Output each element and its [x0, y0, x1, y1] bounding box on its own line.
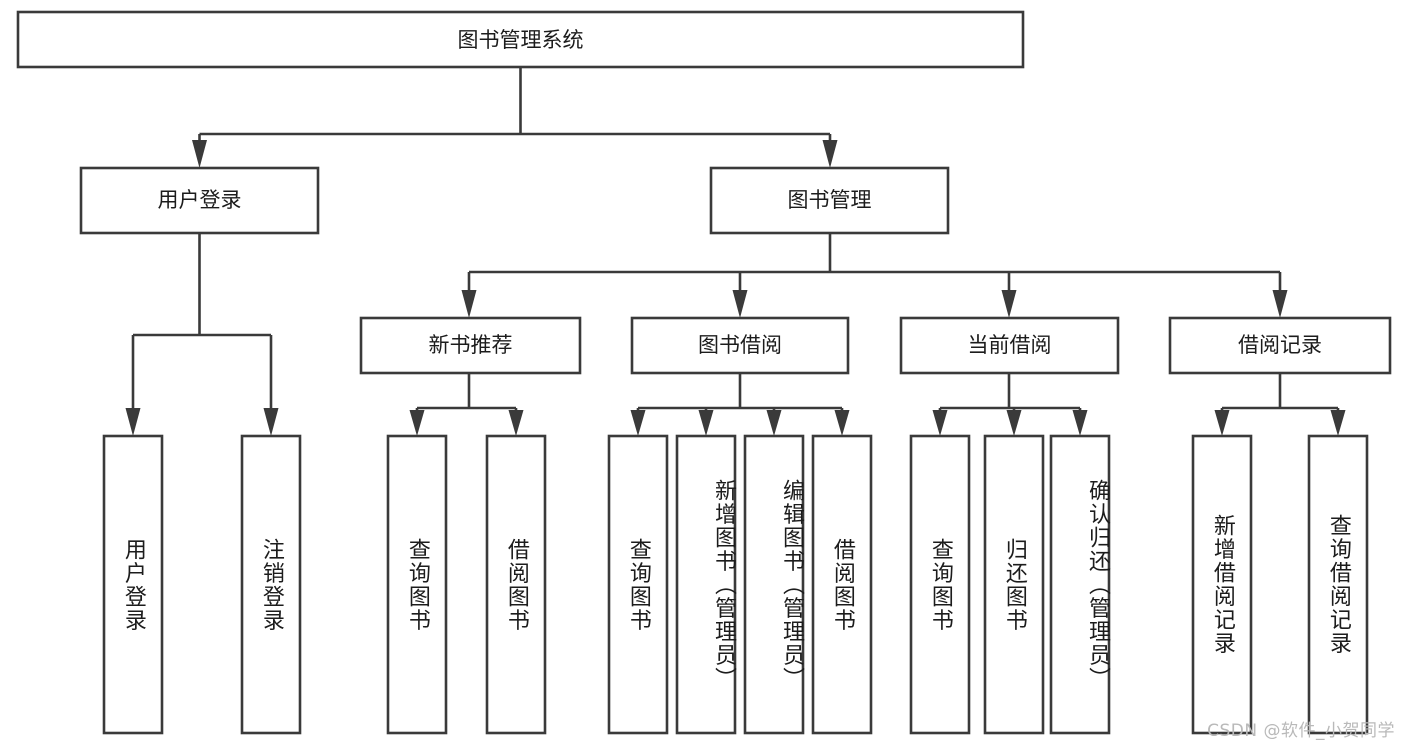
arrow-head-icon [822, 140, 838, 168]
leaf-query-books-recommend[interactable] [386, 434, 448, 735]
connector-borrow-to-leaves [630, 373, 850, 436]
arrow-head-icon [508, 410, 524, 436]
connector-root-to-level2 [192, 67, 838, 168]
leaf-query-borrow-record[interactable] [1307, 434, 1369, 735]
leaf-logout-login[interactable] [240, 434, 302, 735]
arrow-head-icon [1001, 290, 1017, 318]
node-book-management[interactable]: 图书管理 [709, 166, 950, 235]
node-new-book-recommend-label: 新书推荐 [429, 333, 513, 357]
arrow-head-icon [766, 410, 782, 436]
leaf-confirm-return-admin[interactable] [1049, 434, 1111, 735]
arrow-head-icon [630, 410, 646, 436]
arrow-head-icon [125, 408, 141, 436]
connector-recommend-to-leaves [409, 373, 524, 436]
leaf-edit-book-admin[interactable] [743, 434, 805, 735]
leaf-add-borrow-record[interactable] [1191, 434, 1253, 735]
arrow-head-icon [192, 140, 207, 168]
leaf-query-books-current[interactable] [909, 434, 971, 735]
node-book-borrow-label: 图书借阅 [698, 333, 782, 357]
arrow-head-icon [409, 410, 425, 436]
node-borrow-record[interactable]: 借阅记录 [1168, 316, 1392, 375]
csdn-watermark: CSDN @软件_小贺同学 [1207, 721, 1395, 741]
node-user-login-label: 用户登录 [158, 188, 242, 212]
node-root[interactable]: 图书管理系统 [16, 10, 1025, 69]
node-book-management-label: 图书管理 [788, 188, 872, 212]
connector-bookmgmt-to-level3 [461, 233, 1288, 318]
connector-userlogin-to-leaves [125, 233, 279, 436]
arrow-head-icon [834, 410, 850, 436]
connector-current-to-leaves [932, 373, 1088, 436]
arrow-head-icon [1272, 290, 1288, 318]
arrow-head-icon [732, 290, 748, 318]
leaf-add-book-admin[interactable] [675, 434, 737, 735]
arrow-head-icon [1006, 410, 1022, 436]
leaf-borrow-books-recommend[interactable] [485, 434, 547, 735]
arrow-head-icon [1072, 410, 1088, 436]
node-book-borrow[interactable]: 图书借阅 [630, 316, 850, 375]
node-current-borrow-label: 当前借阅 [968, 333, 1052, 357]
node-new-book-recommend[interactable]: 新书推荐 [359, 316, 582, 375]
node-current-borrow[interactable]: 当前借阅 [899, 316, 1120, 375]
arrow-head-icon [263, 408, 279, 436]
leaf-return-book[interactable] [983, 434, 1045, 735]
arrow-head-icon [932, 410, 948, 436]
leaf-user-login[interactable] [102, 434, 164, 735]
leaf-borrow-book[interactable] [811, 434, 873, 735]
node-borrow-record-label: 借阅记录 [1238, 333, 1322, 357]
leaf-query-books-borrow[interactable] [607, 434, 669, 735]
arrow-head-icon [1214, 410, 1230, 436]
arrow-head-icon [698, 410, 714, 436]
arrow-head-icon [1330, 410, 1346, 436]
node-root-label: 图书管理系统 [458, 28, 584, 52]
node-user-login[interactable]: 用户登录 [79, 166, 320, 235]
connector-record-to-leaves [1214, 373, 1346, 436]
arrow-head-icon [461, 290, 477, 318]
